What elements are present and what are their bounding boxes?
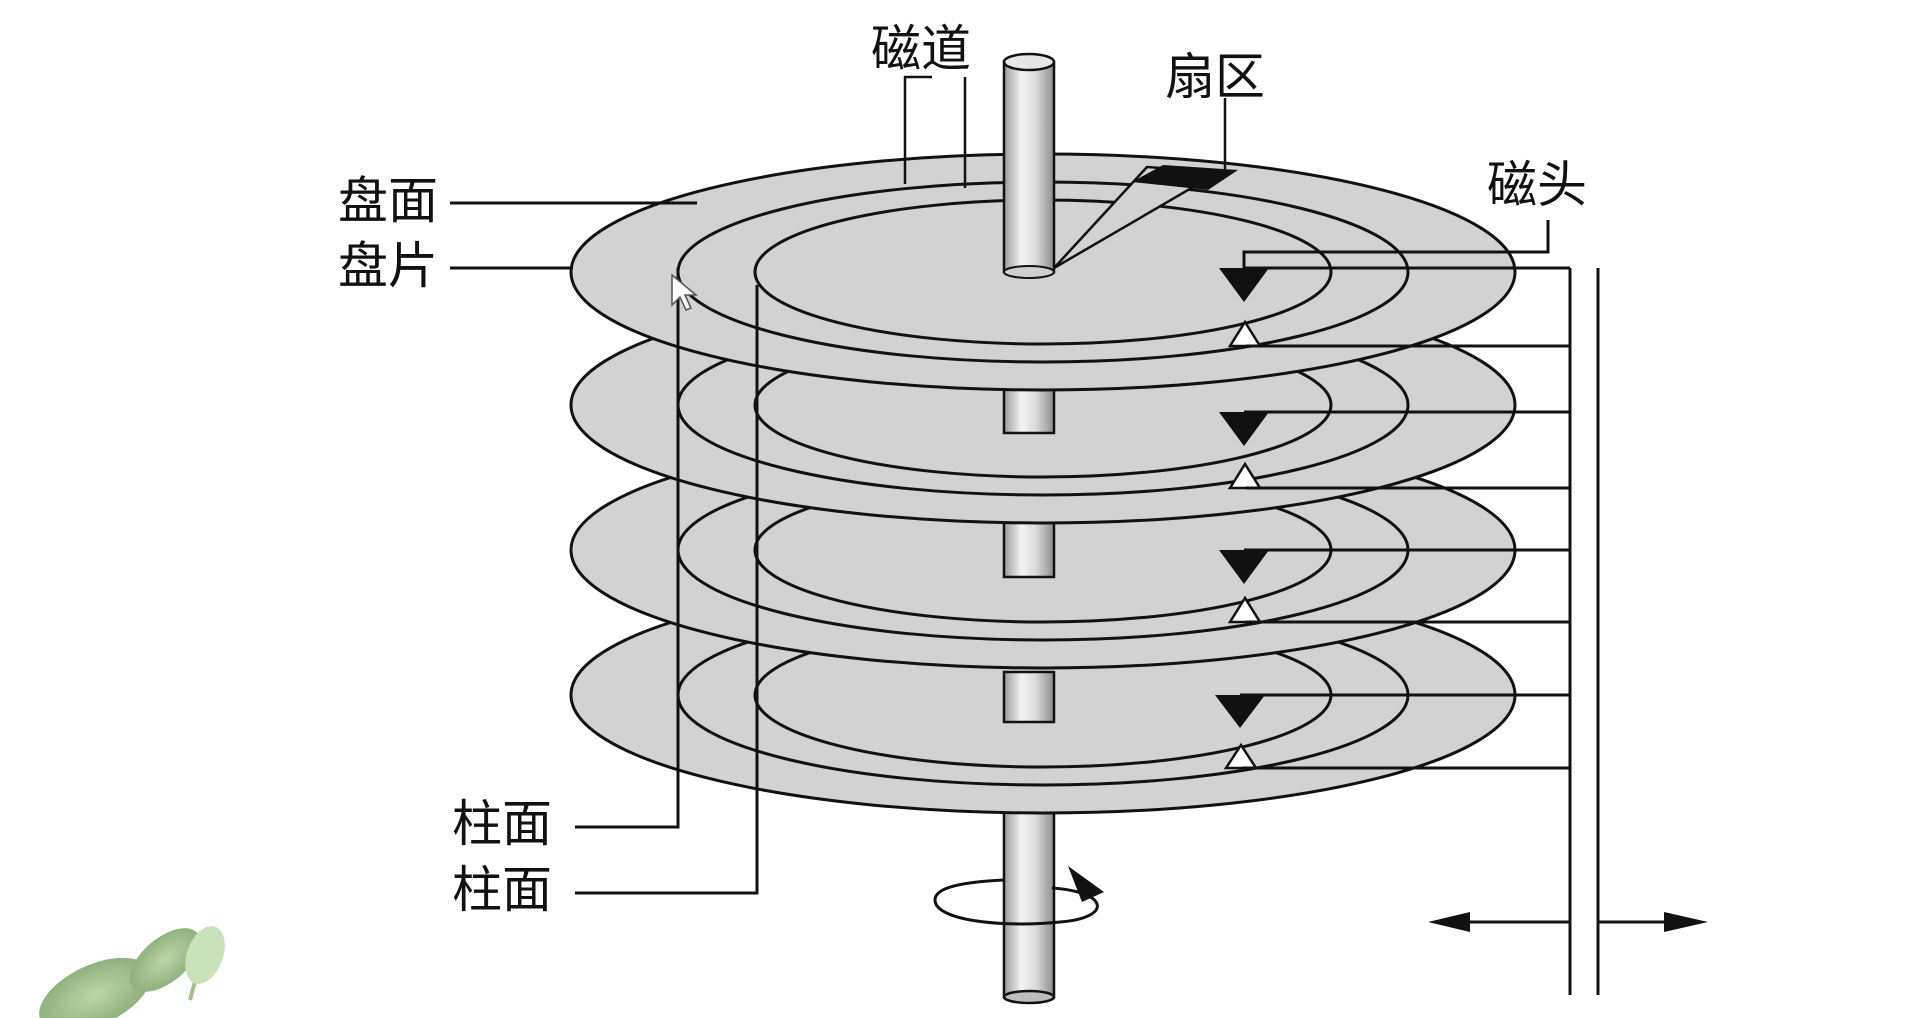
head-leader-line [1242,220,1550,268]
cylinder-label-1: 柱面 [452,795,552,853]
head-upper-icon [1219,268,1269,302]
head-lower-icon [1227,319,1263,348]
cylinder-leader-1 [575,268,680,829]
head-label: 磁头 [1487,156,1587,214]
head-upper-icon [1215,695,1265,728]
rotation-arrow-icon [933,866,1104,926]
cylinder-leader-2 [575,285,759,895]
head-upper-icon [1219,412,1269,446]
head-lower-icon [1223,742,1259,770]
sector-icon [1132,165,1238,190]
spindle-upper [1002,60,1056,274]
spindle-top-cap [1002,52,1056,72]
platter-label: 盘片 [338,237,438,295]
cylinder-label-2: 柱面 [452,861,552,919]
surface-label: 盘面 [338,172,438,230]
track-leader-1 [903,75,932,184]
spindle-bottom-cap [1002,989,1056,1005]
leaf-decoration-icon [39,926,225,1018]
head-lower-icon [1227,461,1263,490]
head-lower-icon [1227,595,1263,624]
sector-label: 扇区 [1165,48,1265,106]
mouse-cursor-icon [671,273,699,311]
head-upper-icon [1219,550,1269,584]
track-label: 磁道 [871,20,971,78]
double-arrow-icon [1428,912,1708,932]
